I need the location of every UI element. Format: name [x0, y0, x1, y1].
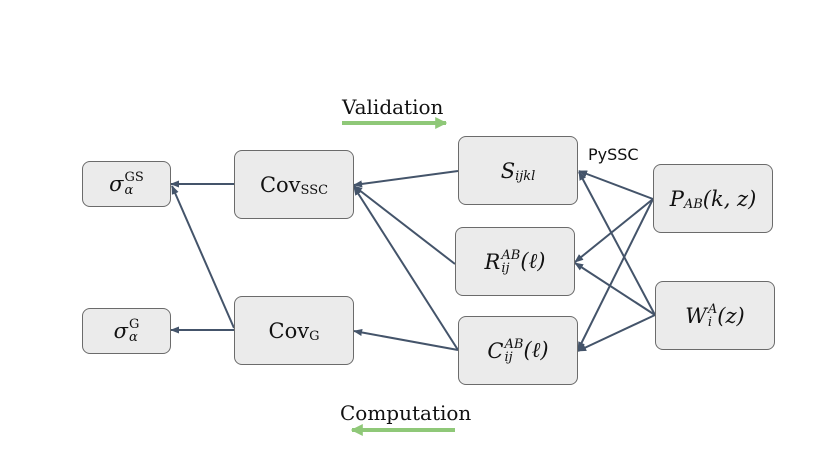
r-base: R [484, 249, 501, 274]
cov-ssc-node: Cov SSC [234, 150, 354, 219]
edge-w-r [574, 262, 656, 316]
edge-s-covssc [353, 170, 459, 188]
p-ab-node: P AB (k, z) [653, 164, 773, 233]
r-sub: ij [501, 260, 510, 276]
w-sup: A [707, 301, 718, 317]
r-sup: AB [501, 247, 521, 263]
c-arg: (ℓ) [523, 338, 549, 362]
edge-p-r [574, 198, 654, 263]
c-sup: AB [504, 336, 524, 352]
r-arg: (ℓ) [520, 249, 546, 273]
p-base: P [669, 186, 684, 211]
edge-covg-sigmags [171, 185, 235, 329]
s-base: S [500, 158, 516, 183]
sigma-gs-node: σ GS α [82, 161, 171, 207]
p-arg: (k, z) [702, 186, 757, 211]
edge-c-covssc [353, 186, 459, 351]
c-base: C [487, 338, 504, 363]
edge-c-covg [353, 328, 459, 351]
cov-g-sub: G [309, 329, 320, 344]
s-ijkl-node: S ijkl [458, 136, 578, 205]
edge-w-s [578, 171, 656, 316]
edge-r-covssc [353, 185, 456, 265]
sigma-g-sup: G [128, 317, 140, 332]
w-arg: (z) [717, 303, 745, 328]
sigma-g-node: σ G α [82, 308, 171, 354]
sigma-g-sub: α [128, 330, 138, 345]
edge-w-c [577, 314, 656, 352]
cov-g-base: Cov [268, 318, 310, 343]
validation-label: Validation [342, 95, 444, 119]
sigma-gs-sup: GS [124, 170, 144, 185]
sigma-g-base: σ [113, 319, 128, 343]
cov-ssc-base: Cov [259, 172, 301, 197]
sigma-gs-sub: α [124, 183, 134, 198]
c-sub: ij [504, 349, 513, 365]
c-ij-node: C AB ij (ℓ) [458, 316, 578, 385]
cov-g-node: Cov G [234, 296, 354, 365]
edge-p-s [578, 170, 654, 200]
w-i-node: W A i (z) [655, 281, 775, 350]
r-ij-node: R AB ij (ℓ) [455, 227, 575, 296]
w-base: W [685, 303, 707, 328]
cov-ssc-sub: SSC [300, 183, 329, 198]
s-sub: ijkl [515, 169, 536, 184]
w-sub: i [707, 314, 713, 330]
p-sub: AB [683, 197, 703, 212]
edge-p-c [577, 198, 654, 351]
computation-label: Computation [340, 401, 472, 425]
sigma-gs-base: σ [109, 172, 124, 196]
pyssc-label: PySSC [588, 145, 639, 164]
